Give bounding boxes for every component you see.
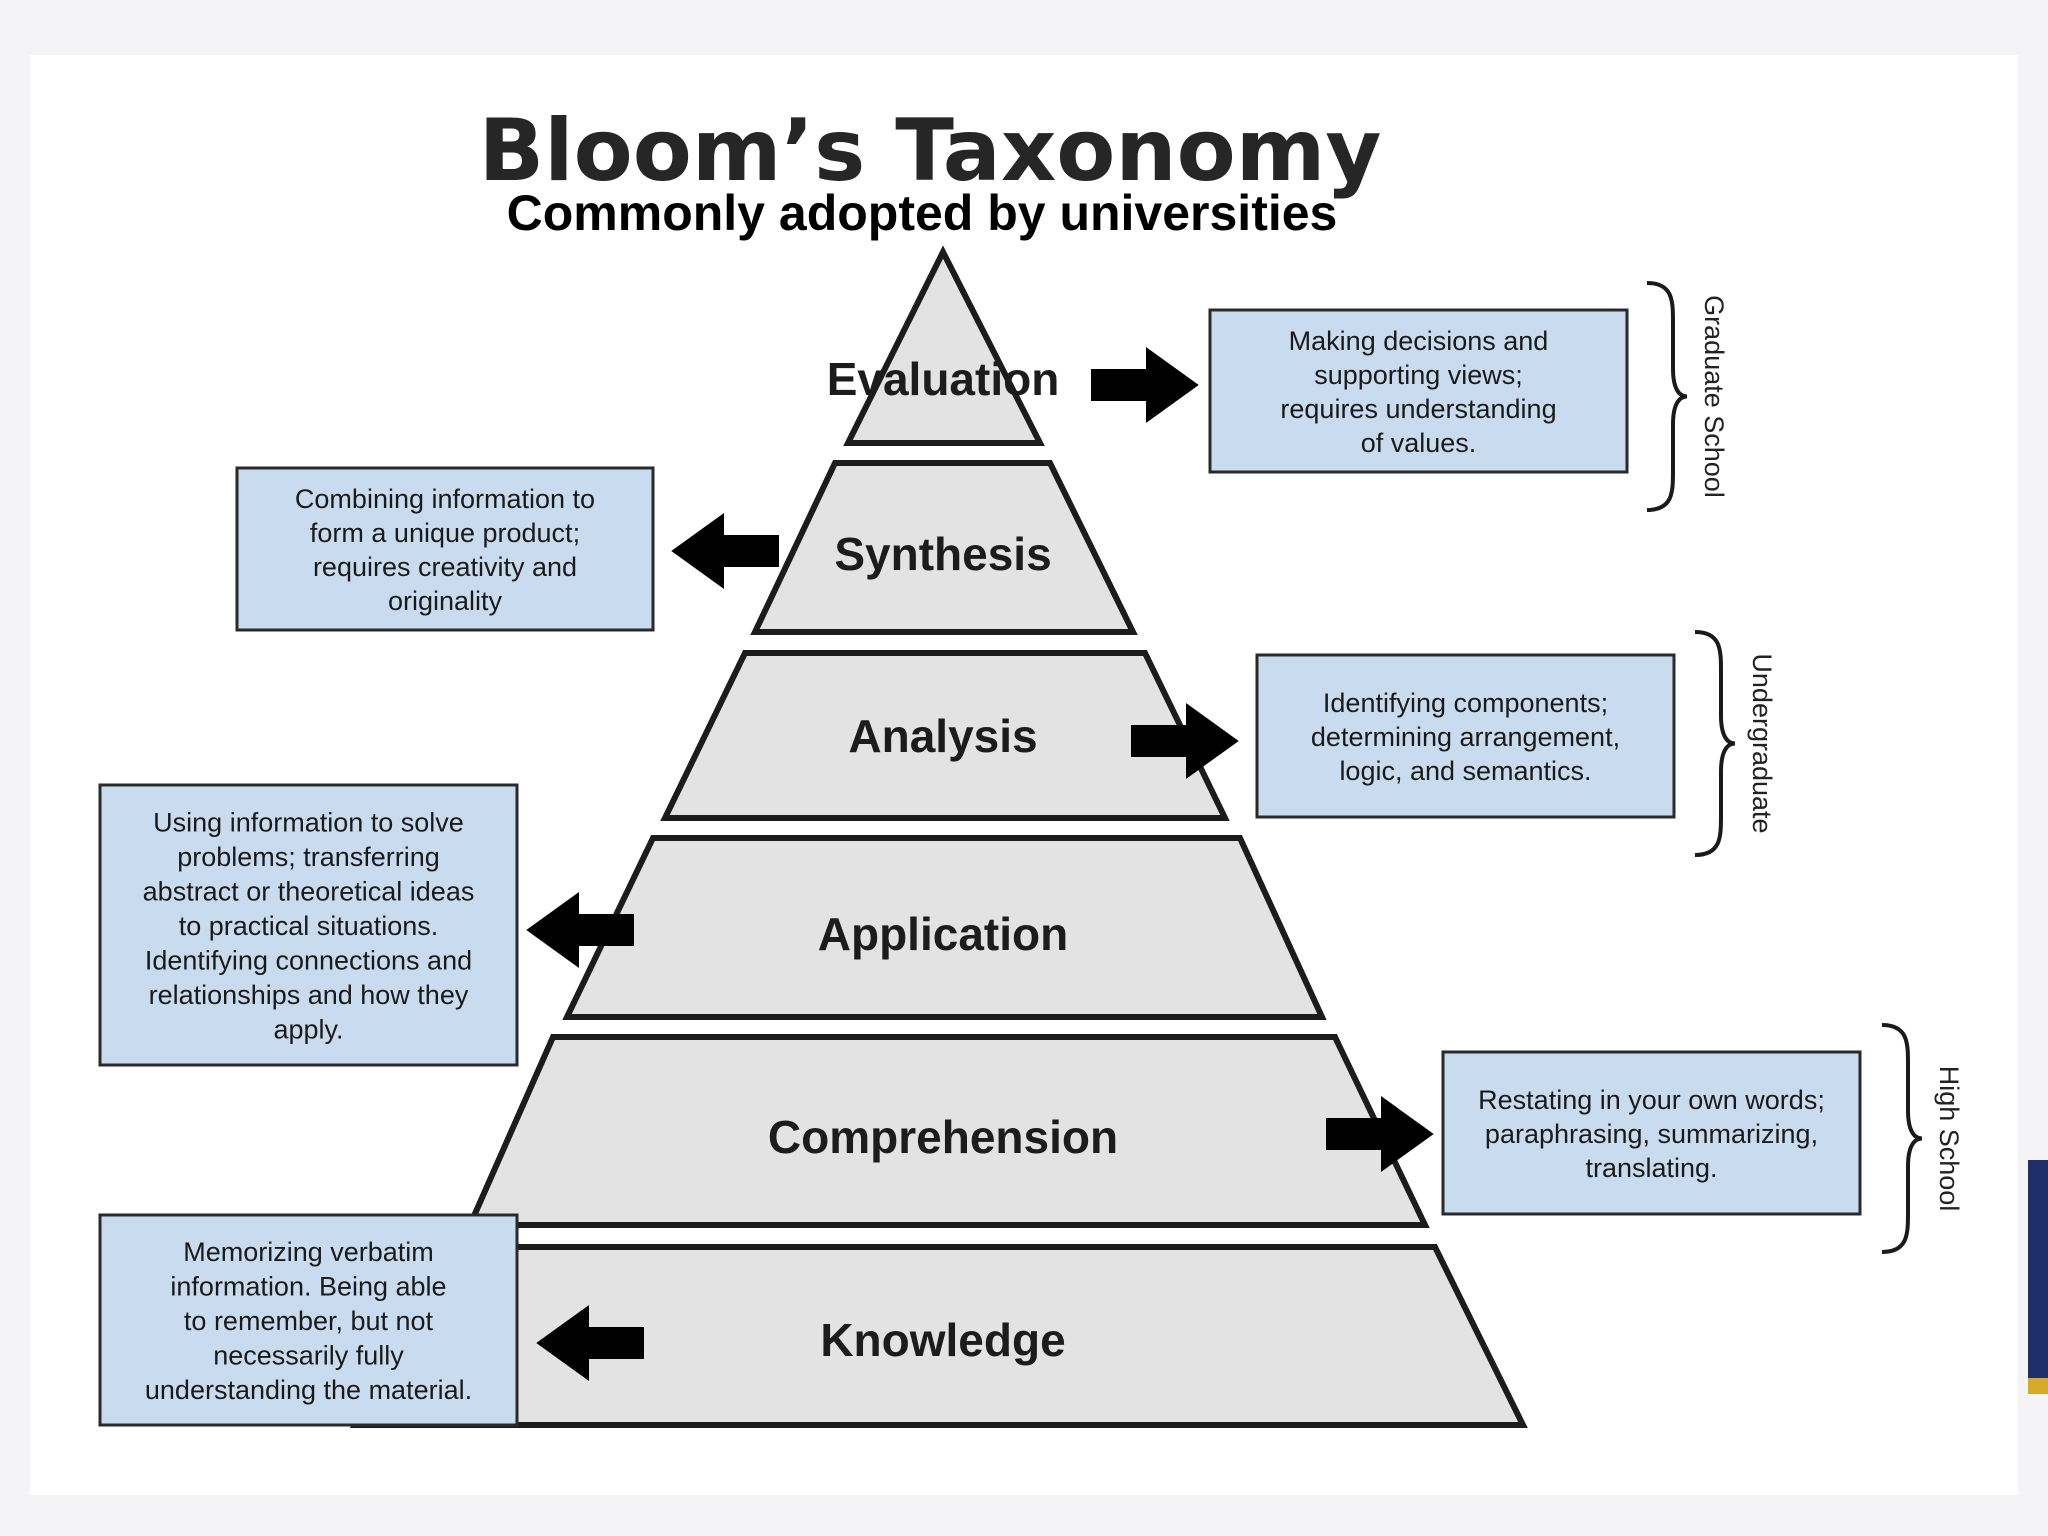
curly-bracket-icon bbox=[1694, 630, 1736, 857]
arrow-left-icon bbox=[526, 892, 634, 968]
description-box-comprehension bbox=[1441, 1050, 1862, 1216]
description-box-knowledge bbox=[98, 1213, 519, 1427]
diagram-title: Bloom’s Taxonomy bbox=[479, 101, 1382, 201]
curly-bracket-icon bbox=[1881, 1023, 1923, 1254]
description-line: Restating in your own words; bbox=[1478, 1085, 1825, 1115]
description-line: information. Being able bbox=[170, 1272, 446, 1302]
tier-label-comprehension: Comprehension bbox=[768, 1111, 1118, 1163]
description-box-evaluation bbox=[1208, 308, 1629, 474]
description-line: understanding the material. bbox=[145, 1375, 472, 1405]
description-line: requires creativity and bbox=[313, 552, 577, 582]
description-line: paraphrasing, summarizing, bbox=[1485, 1119, 1818, 1149]
description-line: to practical situations. bbox=[179, 911, 439, 941]
tier-label-evaluation: Evaluation bbox=[827, 353, 1060, 405]
pyramid: EvaluationSynthesisAnalysisApplicationCo… bbox=[349, 245, 1528, 1428]
description-box-application bbox=[98, 783, 519, 1067]
arrow-right-icon bbox=[1131, 703, 1239, 779]
description-line: abstract or theoretical ideas bbox=[143, 877, 475, 907]
pyramid-tier-evaluation bbox=[843, 245, 1045, 446]
accent-bar-navy bbox=[2028, 1160, 2048, 1378]
description-line: Identifying connections and bbox=[145, 946, 472, 976]
description-line: supporting views; bbox=[1314, 360, 1523, 390]
tier-label-synthesis: Synthesis bbox=[834, 528, 1051, 580]
arrow-left-icon bbox=[536, 1305, 644, 1381]
bracket-label-graduate-school: Graduate School bbox=[1699, 295, 1729, 498]
arrow-right-icon bbox=[1326, 1096, 1434, 1172]
tier-label-application: Application bbox=[818, 908, 1068, 960]
description-line: Combining information to bbox=[295, 484, 595, 514]
curly-bracket-icon bbox=[1646, 281, 1688, 512]
description-line: relationships and how they bbox=[149, 980, 469, 1010]
tier-label-analysis: Analysis bbox=[848, 710, 1037, 762]
description-line: originality bbox=[388, 586, 503, 616]
description-boxes: Making decisions and supporting views; req… bbox=[98, 308, 1862, 1427]
description-line: Using information to solve bbox=[153, 808, 464, 838]
description-line: determining arrangement, bbox=[1311, 722, 1620, 752]
description-line: of values. bbox=[1361, 428, 1477, 458]
description-line: form a unique product; bbox=[310, 518, 580, 548]
arrow-right-icon bbox=[1091, 347, 1199, 423]
diagram-subtitle: Commonly adopted by universities bbox=[507, 185, 1338, 241]
bracket-label-undergraduate: Undergraduate bbox=[1747, 653, 1777, 833]
bracket-label-high-school: High School bbox=[1934, 1066, 1964, 1212]
description-box-analysis bbox=[1255, 653, 1676, 819]
description-box-synthesis bbox=[235, 466, 655, 632]
pyramid-tier-synthesis bbox=[750, 460, 1138, 635]
description-line: Identifying components; bbox=[1323, 688, 1608, 718]
description-line: apply. bbox=[273, 1015, 343, 1045]
tier-label-knowledge: Knowledge bbox=[820, 1314, 1065, 1366]
description-line: Making decisions and bbox=[1289, 326, 1549, 356]
description-line: necessarily fully bbox=[213, 1341, 404, 1371]
description-line: to remember, but not bbox=[184, 1306, 434, 1336]
description-line: translating. bbox=[1585, 1153, 1717, 1183]
arrows bbox=[526, 347, 1434, 1381]
description-line: logic, and semantics. bbox=[1339, 756, 1591, 786]
pyramid-tier-application bbox=[562, 835, 1327, 1020]
description-line: Memorizing verbatim bbox=[183, 1237, 434, 1267]
arrow-left-icon bbox=[671, 513, 779, 589]
accent-bar-gold bbox=[2028, 1378, 2048, 1394]
pyramid-tier-analysis bbox=[660, 650, 1230, 821]
description-line: problems; transferring bbox=[177, 842, 440, 872]
pyramid-tier-comprehension bbox=[465, 1034, 1430, 1228]
description-line: requires understanding bbox=[1280, 394, 1556, 424]
